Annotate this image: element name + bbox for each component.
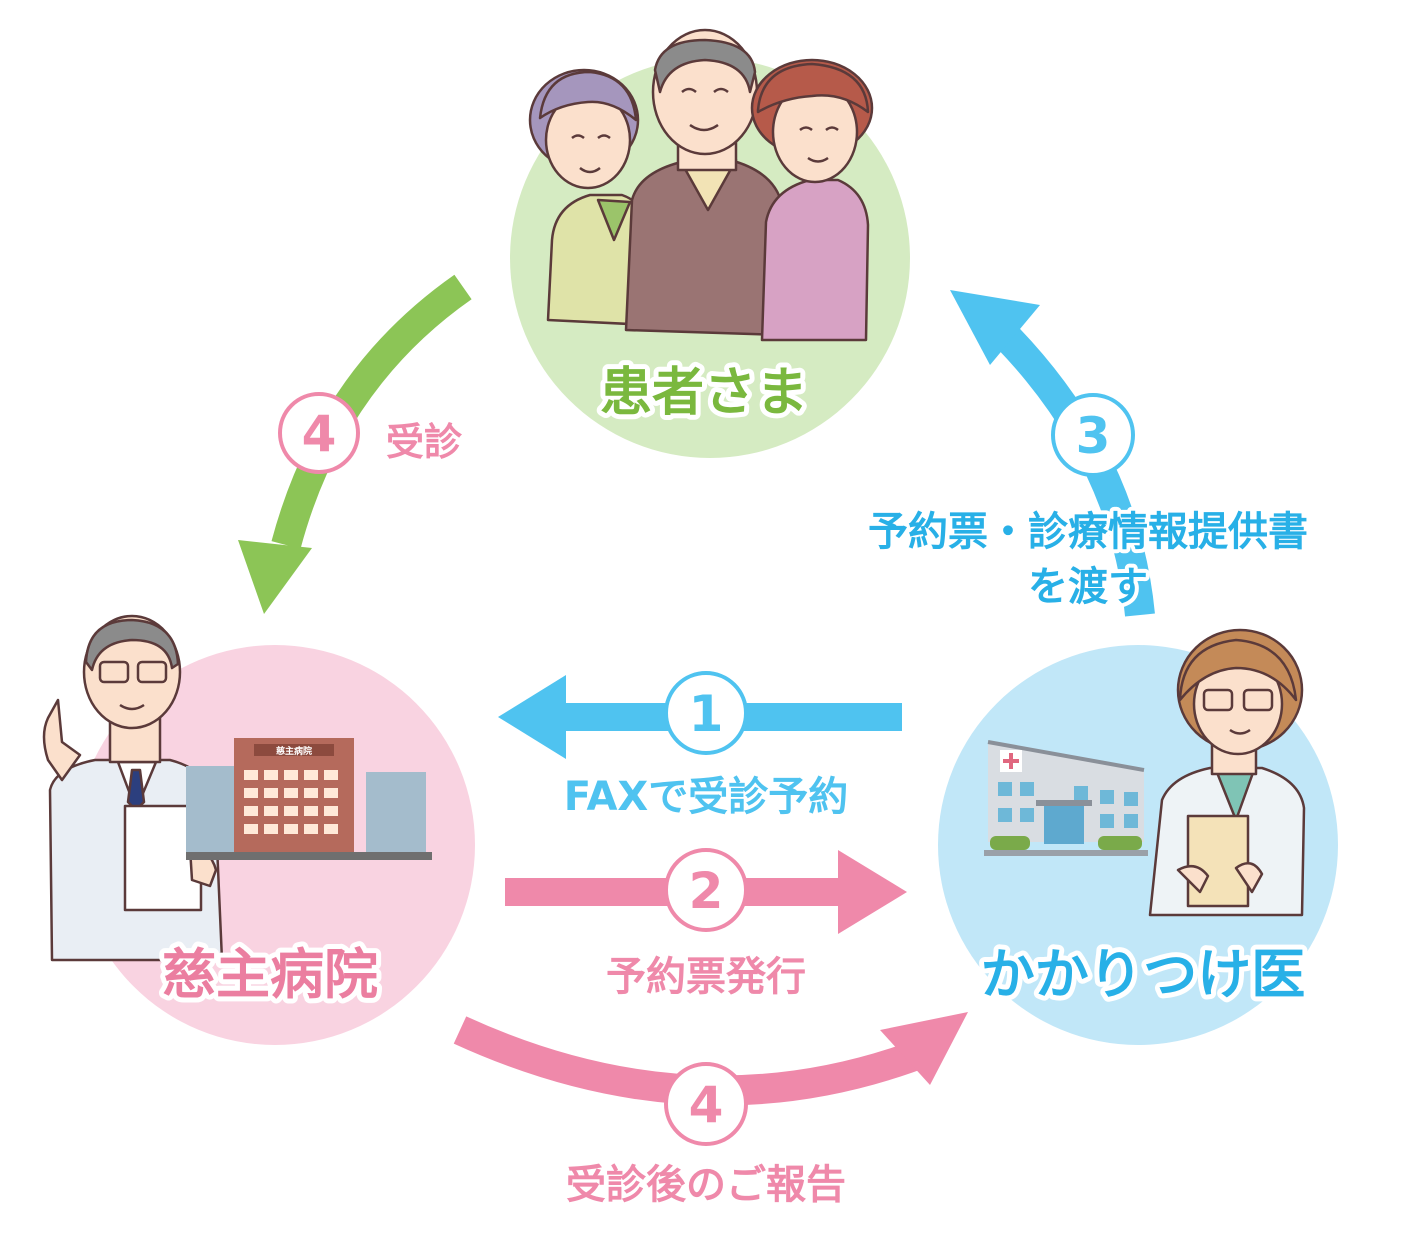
badge-step4-visit: 4 [280, 394, 358, 472]
patient-title: 患者さま [600, 363, 808, 423]
step3-label-line2: を渡す [1028, 564, 1148, 610]
step4-report-label: 受診後のご報告 [566, 1162, 846, 1208]
clinic-title: かかりつけ医 [981, 943, 1306, 1006]
step3-label-line1: 予約票・診療情報提供書 [868, 509, 1308, 555]
patient-family-illustration [530, 30, 872, 340]
badge-step1: 1 [666, 673, 746, 753]
arrow-step1-fax-head [498, 675, 566, 759]
badge-step4-visit-number: 4 [302, 405, 337, 463]
badge-step1-number: 1 [689, 685, 724, 743]
badge-step3-number: 3 [1076, 407, 1111, 465]
badge-step4-report: 4 [666, 1064, 746, 1144]
badge-step2-number: 2 [689, 862, 724, 920]
step2-label: 予約票発行 [606, 954, 806, 1000]
hospital-title: 慈主病院 [162, 943, 378, 1006]
hospital-building-sign: 慈主病院 [276, 745, 312, 757]
step1-label: FAXで受診予約 [564, 774, 849, 820]
arrow-step2-issue-head [838, 850, 907, 934]
badge-step3: 3 [1053, 395, 1133, 475]
arrow-step4-visit-head [238, 540, 312, 614]
step4-visit-label: 受診 [386, 420, 462, 464]
badge-step4-report-number: 4 [689, 1076, 724, 1134]
badge-step2: 2 [666, 850, 746, 930]
